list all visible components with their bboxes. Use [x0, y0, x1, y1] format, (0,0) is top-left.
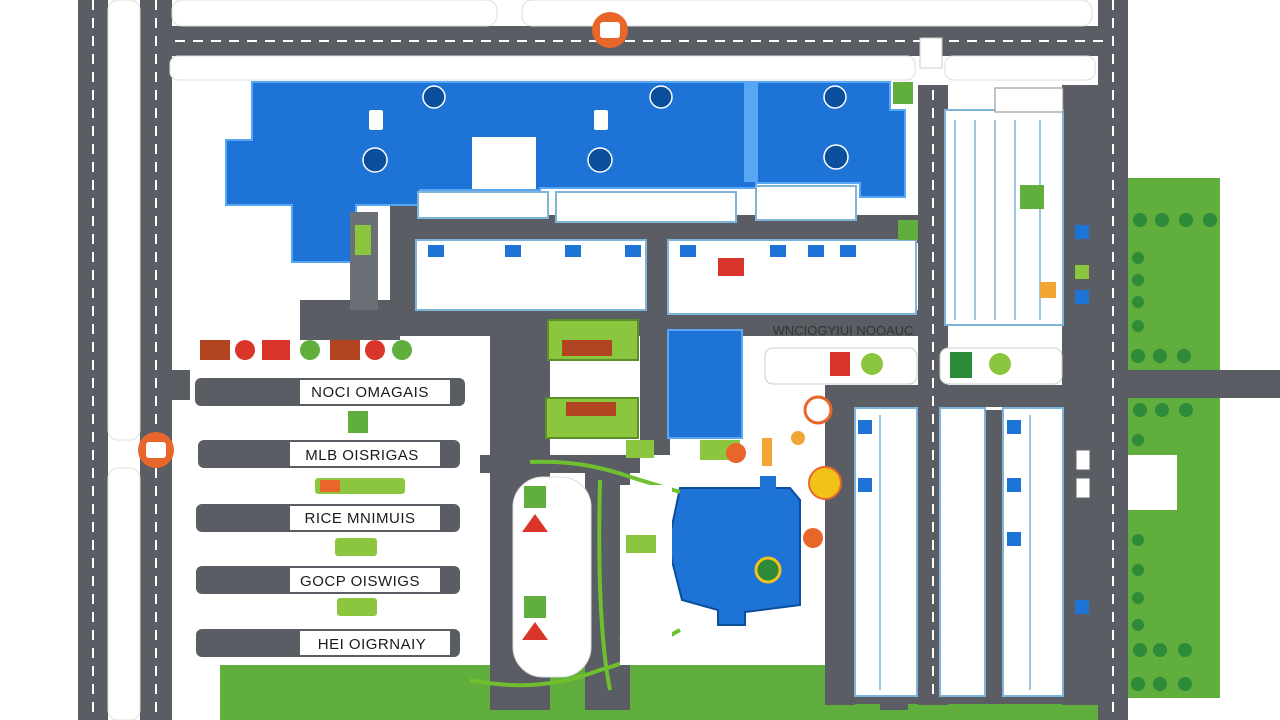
- tree-row: [1131, 213, 1217, 691]
- green-sign: [950, 352, 972, 378]
- label-bands: [290, 380, 450, 655]
- green-sign: [893, 82, 913, 104]
- map-label-row5: HEI OIGRNAIY: [318, 636, 427, 653]
- exit-sign-icon: [718, 258, 744, 276]
- parking-lot: [854, 407, 1064, 697]
- exit-sign-icon: [830, 352, 850, 376]
- green-circle-icon: [861, 353, 883, 375]
- lane-markings: [92, 0, 1114, 720]
- restaurant-icon: [200, 340, 412, 360]
- pavilion-roof: [562, 340, 612, 356]
- parking-row: [415, 185, 917, 315]
- green-sign: [626, 535, 656, 553]
- person-icon: [369, 110, 608, 130]
- parking-sign-icon: [1075, 265, 1091, 499]
- white-lot-right: [1127, 455, 1177, 510]
- green-sign: [524, 486, 546, 508]
- main-building: [225, 81, 906, 263]
- green-circle-icon: [989, 353, 1011, 375]
- location-marker-icon: [754, 556, 782, 584]
- map-label-right-block: WNCIOGYIUI NOOAUC: [773, 323, 914, 338]
- road-network: [78, 0, 1280, 720]
- green-sign: [898, 220, 918, 240]
- parking-stripes: [879, 415, 1031, 690]
- parking-sign-icon: [428, 245, 856, 257]
- map-label-row4: GOCP OISWIGS: [300, 573, 420, 590]
- green-sign: [626, 440, 654, 458]
- pavilion-roof: [566, 402, 616, 416]
- map-label-row1: NOCI OMAGAIS: [311, 384, 429, 401]
- building-corridor: [744, 82, 758, 182]
- plaza: [620, 485, 672, 665]
- parking-sign-icon: [858, 225, 1089, 614]
- restaurant-icon: [726, 395, 842, 548]
- map-label-row2: MLB OISRIGAS: [305, 447, 419, 464]
- road-medians: [107, 0, 1096, 720]
- green-sign: [524, 596, 546, 618]
- orange-sign: [1040, 282, 1056, 298]
- sign-board: [994, 87, 1064, 113]
- accessible-parking-icon: [362, 85, 849, 173]
- location-marker-icon: [138, 12, 628, 468]
- blue-building: [667, 329, 743, 439]
- green-sign: [355, 225, 371, 255]
- green-sign: [1020, 185, 1044, 209]
- map-label-row3: RICE MNIMUIS: [305, 510, 416, 527]
- red-ramp-icon: [522, 622, 548, 640]
- red-ramp-icon: [522, 514, 548, 532]
- row-signs: [315, 411, 405, 616]
- blue-building: [666, 487, 801, 626]
- parking-sign-icon: [919, 37, 943, 69]
- building-court: [472, 137, 536, 189]
